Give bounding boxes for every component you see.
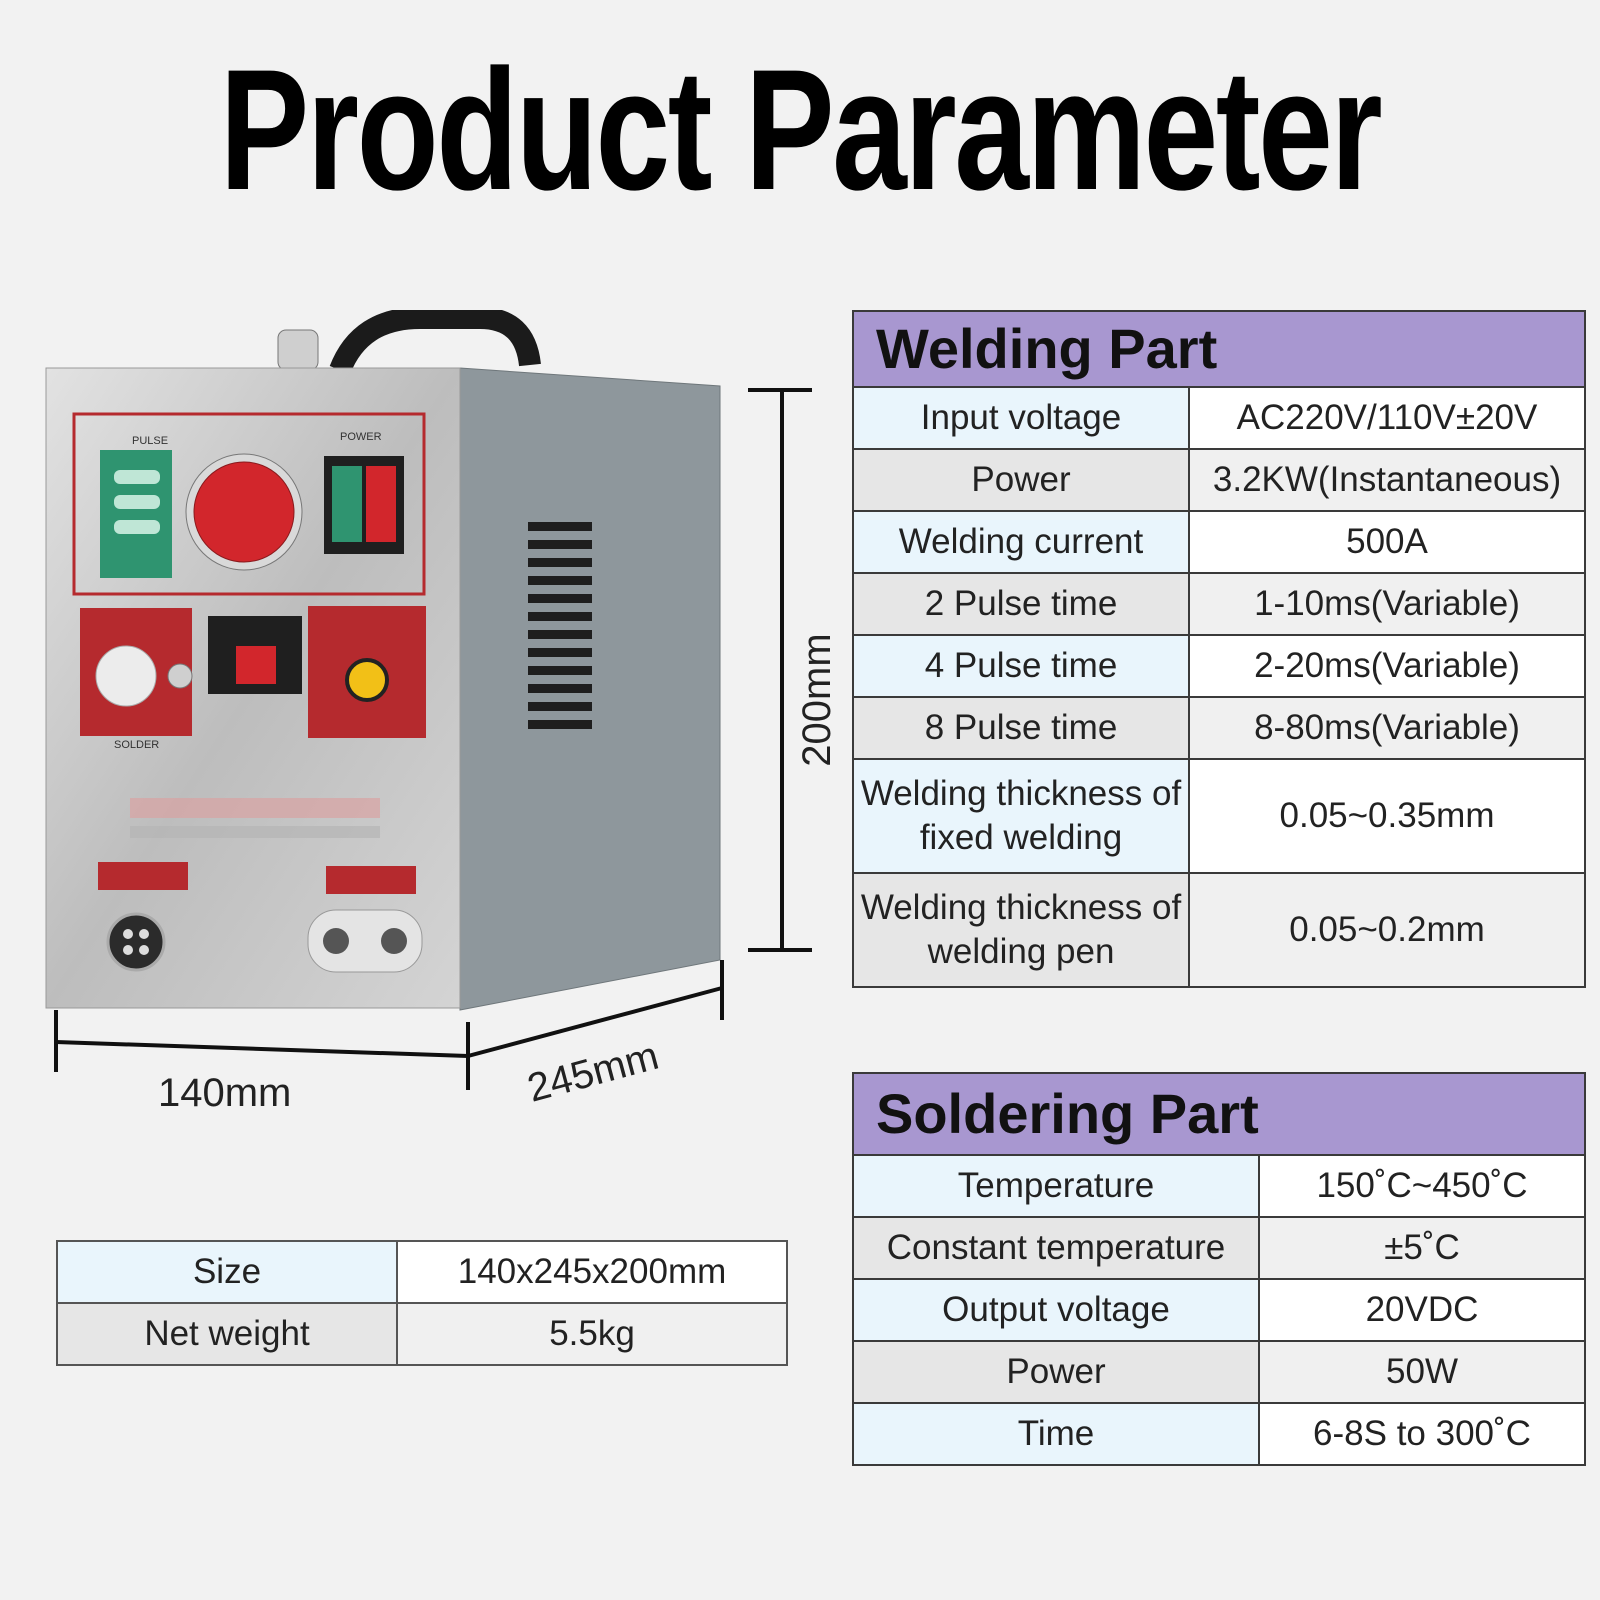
output-socket-plate xyxy=(307,909,423,973)
welding-label: Welding thickness of welding pen xyxy=(852,872,1190,988)
welding-value: 1-10ms(Variable) xyxy=(1188,572,1586,636)
soldering-label: Temperature xyxy=(852,1154,1260,1218)
pulse-label: PULSE xyxy=(132,435,168,447)
welding-label: 2 Pulse time xyxy=(852,572,1190,636)
height-label: 200mm xyxy=(795,633,839,766)
size-label: Size xyxy=(56,1240,398,1304)
current-knob[interactable] xyxy=(193,461,295,563)
soldering-label: Power xyxy=(852,1340,1260,1404)
power-label: POWER xyxy=(340,431,382,443)
welding-heading: Welding Part xyxy=(852,310,1586,388)
brand-logo xyxy=(130,798,380,818)
pen-label-plate xyxy=(98,862,188,890)
welding-value: 2-20ms(Variable) xyxy=(1188,634,1586,698)
vent-slots xyxy=(528,522,592,729)
weight-value: 5.5kg xyxy=(396,1302,788,1366)
control-plate xyxy=(72,412,426,596)
soldering-value: 50W xyxy=(1258,1340,1586,1404)
soldering-value: ±5˚C xyxy=(1258,1216,1586,1280)
soldering-value: 20VDC xyxy=(1258,1278,1586,1342)
soldering-label: Constant temperature xyxy=(852,1216,1260,1280)
soldering-value: 6-8S to 300˚C xyxy=(1258,1402,1586,1466)
dimension-lines: 200mm 140mm 245mm xyxy=(54,388,839,1115)
machine-illustration: PULSE POWER SOLDER xyxy=(45,310,721,1011)
depth-label: 245mm xyxy=(523,1034,663,1111)
welding-label: 4 Pulse time xyxy=(852,634,1190,698)
welding-value: 0.05~0.2mm xyxy=(1188,872,1586,988)
output-socket-right xyxy=(381,928,407,954)
welding-value: AC220V/110V±20V xyxy=(1188,386,1586,450)
soldering-label: Output voltage xyxy=(852,1278,1260,1342)
input-socket xyxy=(345,658,389,702)
welding-label: Welding current xyxy=(852,510,1190,574)
welding-value: 3.2KW(Instantaneous) xyxy=(1188,448,1586,512)
soldering-label: Time xyxy=(852,1402,1260,1466)
size-value: 140x245x200mm xyxy=(396,1240,788,1304)
output-socket-left xyxy=(323,928,349,954)
soldering-heading: Soldering Part xyxy=(852,1072,1586,1156)
welding-label: Power xyxy=(852,448,1190,512)
page-title: Product Parameter xyxy=(219,34,1383,226)
welding-value: 0.05~0.35mm xyxy=(1188,758,1586,874)
weight-label: Net weight xyxy=(56,1302,398,1366)
soldering-value: 150˚C~450˚C xyxy=(1258,1154,1586,1218)
welding-label: Welding thickness of fixed welding xyxy=(852,758,1190,874)
welding-value: 8-80ms(Variable) xyxy=(1188,696,1586,760)
welding-value: 500A xyxy=(1188,510,1586,574)
welding-label: Input voltage xyxy=(852,386,1190,450)
output-label-plate xyxy=(326,866,416,894)
welding-label: 8 Pulse time xyxy=(852,696,1190,760)
pen-socket xyxy=(106,912,166,972)
width-label: 140mm xyxy=(158,1071,291,1115)
solder-knob[interactable] xyxy=(95,645,157,707)
solder-label: SOLDER xyxy=(114,739,159,751)
handle xyxy=(329,310,541,375)
